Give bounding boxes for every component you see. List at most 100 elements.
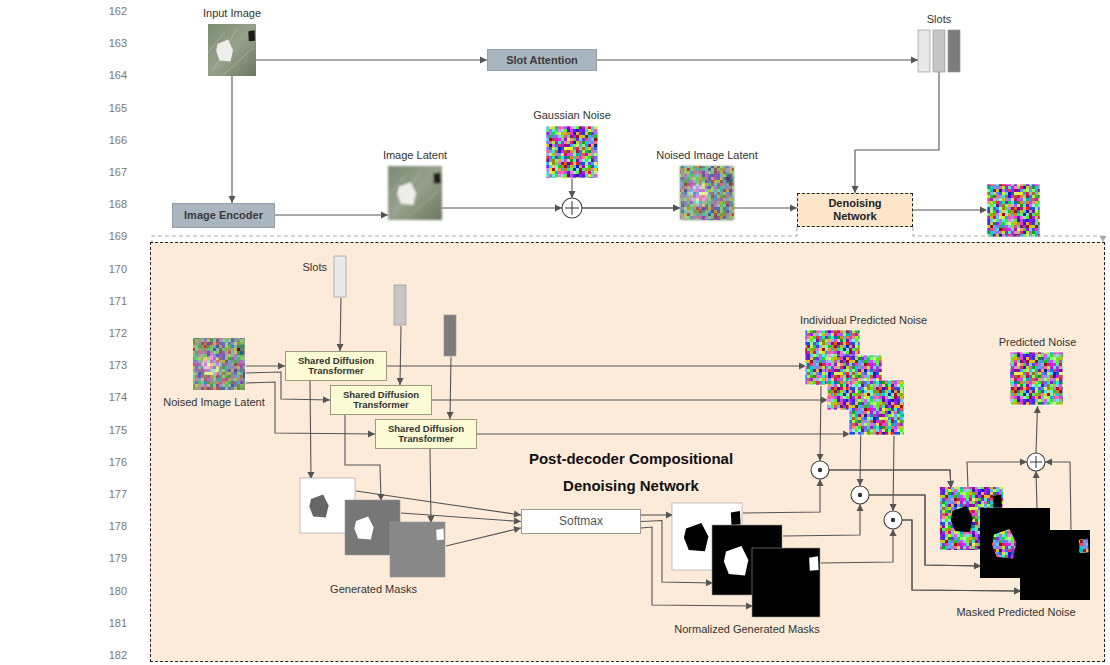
line-number: 170 bbox=[87, 264, 127, 275]
graphic-part bbox=[208, 24, 256, 76]
graphic-part bbox=[809, 556, 819, 570]
node-label: Noised Image Latent bbox=[163, 396, 265, 409]
arrow-head bbox=[555, 205, 562, 212]
line-number: 174 bbox=[87, 392, 127, 403]
line-number: 179 bbox=[87, 553, 127, 564]
latent-image: Image Latent bbox=[388, 166, 442, 220]
process-box: Slot Attention bbox=[487, 49, 597, 71]
graphic-part bbox=[680, 166, 734, 220]
arrow-head bbox=[974, 562, 981, 569]
graphic-part bbox=[152, 227, 797, 242]
connector-line bbox=[340, 298, 341, 351]
line-number: 177 bbox=[87, 489, 127, 500]
arrow-head bbox=[947, 481, 954, 488]
connector-line bbox=[734, 207, 797, 208]
arrow-head bbox=[852, 186, 859, 193]
network-box: Denoising Network bbox=[797, 193, 913, 227]
graphic-part bbox=[913, 227, 1103, 240]
connector-arrow bbox=[432, 397, 828, 404]
arrow-head bbox=[673, 205, 680, 212]
graphic-part bbox=[1020, 530, 1090, 600]
graphic-part bbox=[680, 166, 734, 220]
slot-group: Slots bbox=[335, 257, 457, 357]
graphic-part bbox=[980, 207, 987, 214]
arrow-head bbox=[857, 479, 864, 486]
graphic-part bbox=[684, 523, 709, 551]
graphic-part bbox=[354, 517, 373, 540]
connector-line bbox=[783, 504, 860, 536]
connector-line bbox=[893, 436, 894, 511]
product-symbol bbox=[884, 511, 902, 529]
arrow-head bbox=[890, 504, 897, 511]
connector-line bbox=[829, 470, 951, 488]
graphic-part bbox=[562, 198, 582, 218]
arrow-head bbox=[514, 511, 521, 518]
arrow-head bbox=[447, 412, 454, 419]
graphic-part bbox=[208, 24, 256, 76]
graphic-part bbox=[731, 511, 741, 525]
line-number: 166 bbox=[87, 135, 127, 146]
masked-noise-stack: Masked Predicted Noise bbox=[941, 488, 1091, 601]
connector-line bbox=[446, 528, 521, 546]
graphic-part bbox=[724, 546, 749, 575]
node-label: Image Encoder bbox=[184, 209, 263, 222]
noise-image bbox=[987, 184, 1040, 237]
node-label: Shared Diffusion Transformer bbox=[335, 390, 427, 411]
connector-line bbox=[401, 513, 521, 522]
graphic-part bbox=[913, 209, 985, 210]
connector-layer bbox=[229, 57, 1072, 610]
arrow-head bbox=[1034, 406, 1041, 413]
arrow-head bbox=[397, 378, 404, 385]
graphic-part bbox=[193, 338, 245, 390]
graphic-part bbox=[248, 30, 255, 41]
transformer-box: Shared Diffusion Transformer bbox=[285, 351, 387, 381]
graphic-part bbox=[213, 29, 237, 71]
graphic-part bbox=[193, 338, 245, 390]
connector-arrow bbox=[597, 57, 918, 64]
noise-image: Gaussian Noise bbox=[546, 126, 598, 178]
noise-image bbox=[1010, 352, 1063, 405]
graphic-part bbox=[433, 172, 441, 183]
graphic-part bbox=[851, 486, 869, 504]
node-label: Shared Diffusion Transformer bbox=[290, 356, 382, 377]
arrow-head bbox=[513, 526, 521, 533]
node-label: Softmax bbox=[559, 515, 603, 529]
input-photo bbox=[208, 24, 256, 76]
zoom-guide bbox=[152, 227, 1107, 242]
graphic-part bbox=[1027, 453, 1045, 471]
graphic-part bbox=[752, 548, 820, 617]
connector-line bbox=[582, 207, 680, 208]
connector-arrow bbox=[337, 298, 344, 351]
graphic-part bbox=[858, 493, 862, 497]
node-label: Shared Diffusion Transformer bbox=[380, 424, 472, 445]
arrow-head bbox=[323, 396, 330, 403]
product-symbol bbox=[851, 486, 869, 504]
connector-arrow bbox=[734, 205, 797, 212]
connector-line bbox=[477, 433, 850, 434]
graphic-part bbox=[309, 495, 328, 518]
graphic-part bbox=[891, 518, 895, 522]
graphic-part bbox=[680, 166, 734, 220]
graphic-part bbox=[436, 529, 444, 541]
graphic-part bbox=[193, 338, 245, 390]
arrow-head bbox=[817, 479, 824, 486]
connector-line bbox=[743, 479, 820, 513]
graphic-part bbox=[388, 166, 442, 220]
node-label: Predicted Noise bbox=[999, 336, 1077, 349]
arrow-head bbox=[337, 344, 344, 351]
connector-line bbox=[597, 59, 918, 60]
masked-noise-image bbox=[1020, 530, 1090, 600]
graphic-part bbox=[918, 30, 930, 72]
connector-line bbox=[582, 207, 680, 208]
graphic-part bbox=[951, 506, 973, 532]
noise-image bbox=[849, 380, 904, 435]
line-number: 165 bbox=[87, 103, 127, 114]
connector-line bbox=[820, 386, 821, 461]
noised-latent-image bbox=[680, 166, 734, 220]
connector-line bbox=[855, 72, 939, 193]
connector-arrow bbox=[477, 431, 850, 438]
connector-arrow bbox=[256, 57, 487, 64]
